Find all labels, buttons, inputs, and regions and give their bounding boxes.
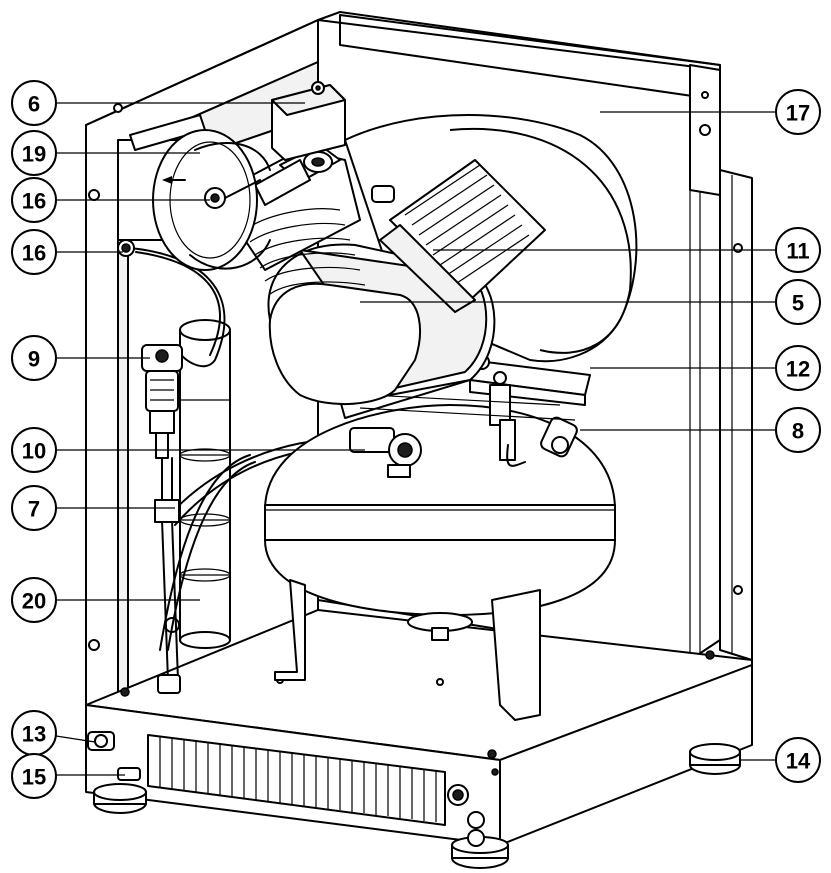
callout-label: 15 [22,765,46,790]
pressure-switch [271,81,346,161]
callout-label: 12 [786,357,810,382]
callout-19: 19 [11,130,57,176]
callout-14: 14 [775,737,821,783]
callout-label: 6 [28,92,40,117]
callout-17: 17 [775,89,821,135]
callout-label: 17 [786,101,810,126]
callout-16-upper: 16 [11,177,57,223]
callout-label: 5 [792,291,804,316]
callout-label: 9 [28,347,40,372]
callout-label: 11 [786,239,809,264]
cabinet-base [85,609,753,869]
callout-label: 10 [22,439,46,464]
right-cylinder-head [371,159,546,313]
callout-16-lower: 16 [11,229,57,275]
callout-label: 16 [22,189,46,214]
callout-label: 7 [28,497,40,522]
callout-15: 15 [11,753,57,799]
callout-10: 10 [11,427,57,473]
callout-label: 13 [22,722,46,747]
callout-7: 7 [11,485,57,531]
callout-label: 20 [22,589,46,614]
callout-label: 16 [22,241,46,266]
callout-label: 8 [792,419,804,444]
callout-6: 6 [11,80,57,126]
callout-label: 19 [22,142,46,167]
callout-9: 9 [11,335,57,381]
leader-lines [55,102,776,776]
callout-11: 11 [775,227,821,273]
callout-8: 8 [775,407,821,453]
callout-label: 14 [786,749,811,774]
compressor-unit [214,114,638,405]
callout-13: 13 [11,710,57,756]
callout-20: 20 [11,577,57,623]
callout-5: 5 [775,279,821,325]
air-tank [264,404,616,721]
callout-12: 12 [775,345,821,391]
